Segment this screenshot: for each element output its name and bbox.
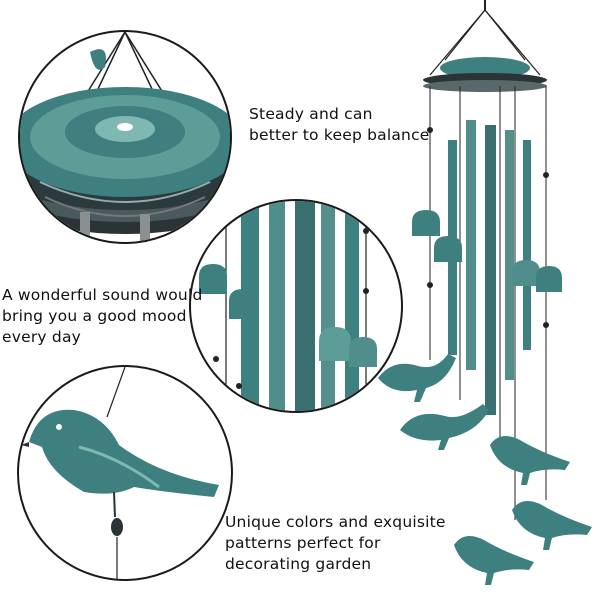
caption-sound: A wonderful sound would bring you a good…: [2, 285, 202, 348]
caption-colors: Unique colors and exquisite patterns per…: [225, 512, 446, 575]
wind-chime-product: [370, 0, 600, 599]
top-disc-illustration: [20, 32, 230, 242]
caption-balance: Steady and can better to keep balance: [249, 104, 430, 146]
tubes-illustration: [199, 201, 377, 411]
caption-balance-line-1: Steady and can: [249, 105, 373, 123]
bird-illustration: [21, 367, 219, 579]
caption-sound-line-2: bring you a good mood: [2, 307, 187, 325]
caption-sound-line-1: A wonderful sound would: [2, 286, 203, 304]
caption-sound-line-3: every day: [2, 328, 82, 346]
tubes-zoom-circle: [189, 199, 403, 413]
caption-colors-line-3: decorating garden: [225, 555, 372, 573]
top-disc-zoom-circle: [18, 30, 232, 244]
wind-chime-illustration: [378, 0, 592, 585]
caption-colors-line-1: Unique colors and exquisite: [225, 513, 446, 531]
caption-balance-line-2: better to keep balance: [249, 126, 430, 144]
bird-zoom-circle: [17, 365, 233, 581]
caption-colors-line-2: patterns perfect for: [225, 534, 381, 552]
